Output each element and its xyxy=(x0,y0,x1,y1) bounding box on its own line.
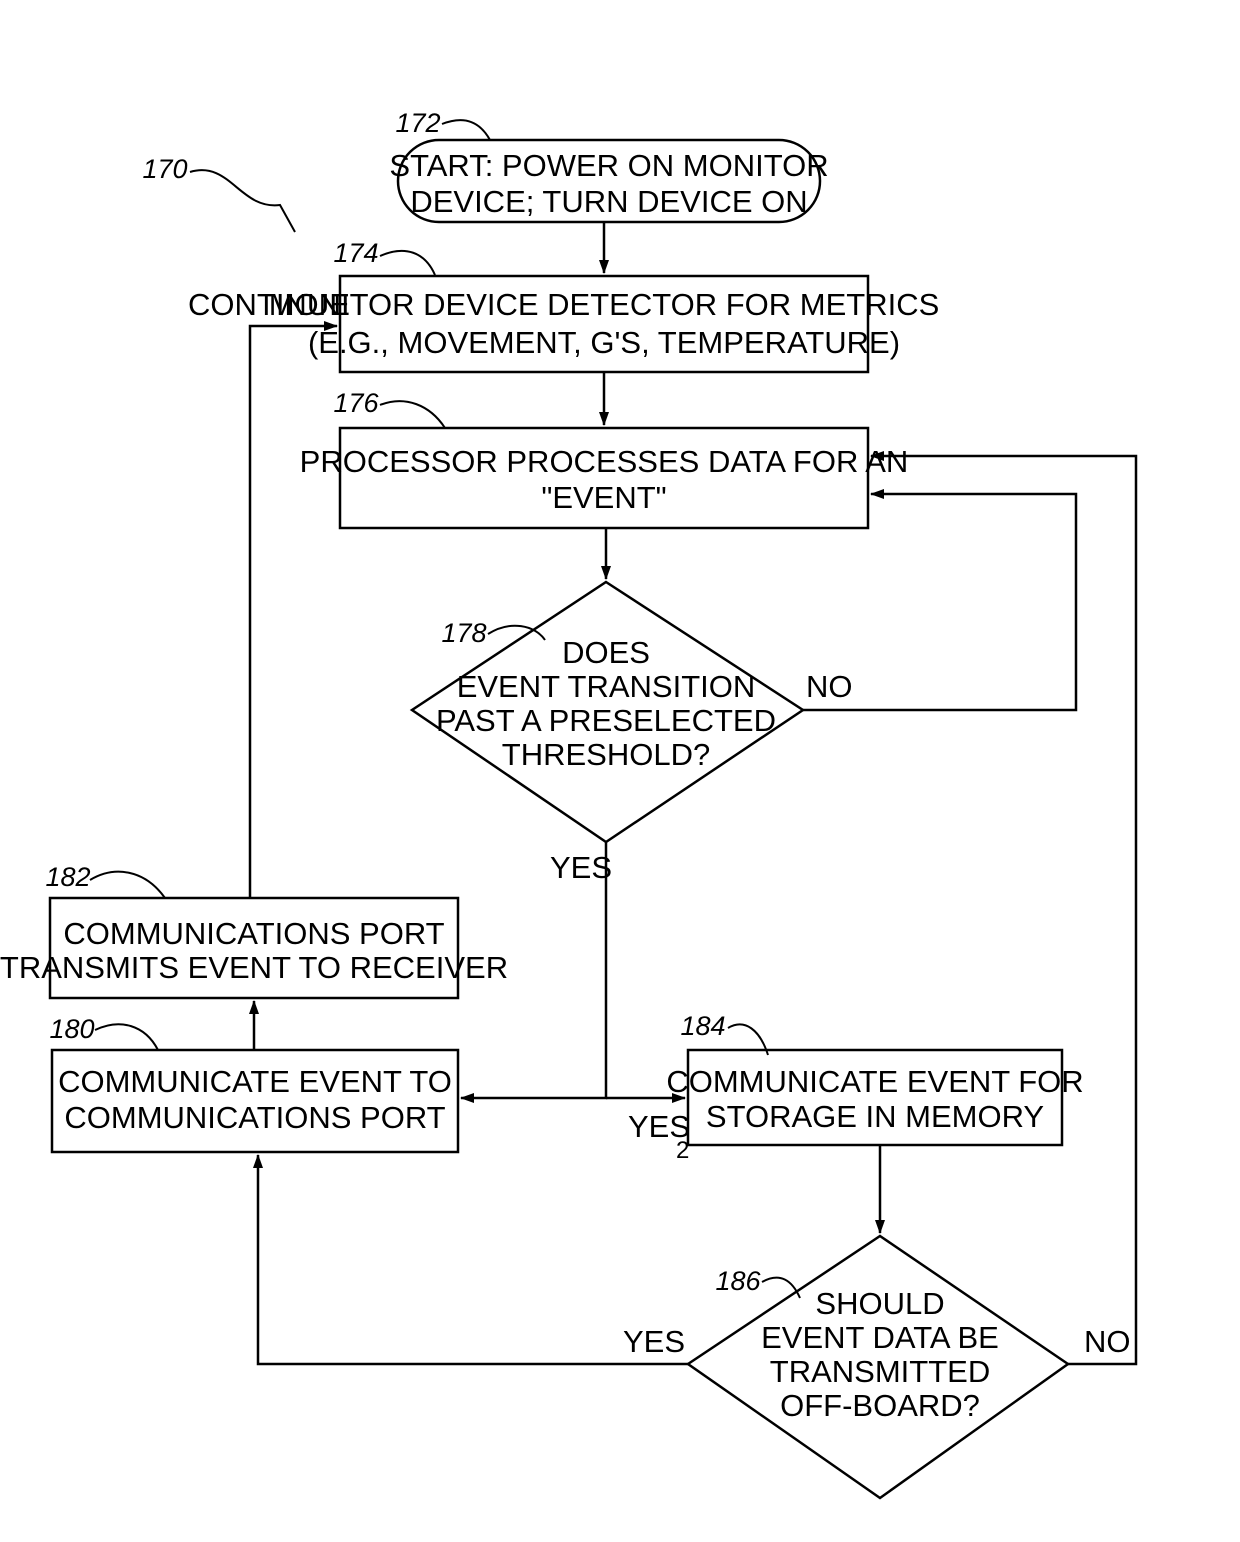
label-yes-offboard: YES xyxy=(623,1324,685,1359)
offboard-line-1: SHOULD xyxy=(815,1286,944,1321)
label-yes-threshold: YES xyxy=(550,850,612,885)
offboard-line-3: TRANSMITTED xyxy=(770,1354,990,1389)
process-ref-number: 176 xyxy=(333,388,379,418)
offboard-decision-node: SHOULD EVENT DATA BE TRANSMITTED OFF-BOA… xyxy=(688,1236,1068,1498)
comm-port-line-2: COMMUNICATIONS PORT xyxy=(64,1100,445,1135)
start-ref-leader xyxy=(442,120,490,140)
monitor-ref-leader xyxy=(380,251,435,275)
offboard-ref-number: 186 xyxy=(715,1266,761,1296)
transmit-ref-number: 182 xyxy=(45,862,90,892)
offboard-line-2: EVENT DATA BE xyxy=(761,1320,999,1355)
offboard-line-4: OFF-BOARD? xyxy=(780,1388,980,1423)
label-continue: CONTINUE xyxy=(188,287,350,322)
threshold-line-3: PAST A PRESELECTED xyxy=(436,703,776,738)
label-no-threshold: NO xyxy=(806,669,853,704)
figure-ref-leader xyxy=(190,170,295,232)
comm-port-line-1: COMMUNICATE EVENT TO xyxy=(58,1064,452,1099)
transmit-node: COMMUNICATIONS PORT TRANSMITS EVENT TO R… xyxy=(0,862,508,998)
threshold-line-1: DOES xyxy=(562,635,650,670)
process-ref-leader xyxy=(380,401,445,428)
storage-line-1: COMMUNICATE EVENT FOR xyxy=(666,1064,1083,1099)
start-node: START: POWER ON MONITOR DEVICE; TURN DEV… xyxy=(389,108,828,222)
threshold-line-4: THRESHOLD? xyxy=(502,737,710,772)
storage-line-2: STORAGE IN MEMORY xyxy=(706,1099,1044,1134)
threshold-line-2: EVENT TRANSITION xyxy=(457,669,756,704)
arrow-offboard-no-to-process xyxy=(871,456,1136,1364)
storage-ref-number: 184 xyxy=(680,1011,725,1041)
monitor-ref-number: 174 xyxy=(333,238,378,268)
monitor-line-1: MONITOR DEVICE DETECTOR FOR METRICS xyxy=(269,287,940,322)
start-ref-number: 172 xyxy=(395,108,440,138)
start-line-1: START: POWER ON MONITOR xyxy=(389,148,828,183)
label-no-offboard: NO xyxy=(1084,1324,1131,1359)
monitor-line-2: (E.G., MOVEMENT, G'S, TEMPERATURE) xyxy=(308,325,900,360)
label-yes-2-subscript: 2 xyxy=(676,1137,689,1164)
threshold-ref-number: 178 xyxy=(441,618,486,648)
process-line-2: "EVENT" xyxy=(541,480,666,515)
transmit-line-2: TRANSMITS EVENT TO RECEIVER xyxy=(0,950,508,985)
transmit-ref-leader xyxy=(90,872,165,898)
threshold-decision-node: DOES EVENT TRANSITION PAST A PRESELECTED… xyxy=(412,582,803,842)
storage-node: COMMUNICATE EVENT FOR STORAGE IN MEMORY … xyxy=(666,1011,1083,1145)
comm-port-ref-leader xyxy=(95,1024,158,1050)
transmit-line-1: COMMUNICATIONS PORT xyxy=(63,916,444,951)
comm-port-ref-number: 180 xyxy=(49,1014,94,1044)
start-line-2: DEVICE; TURN DEVICE ON xyxy=(410,184,807,219)
process-line-1: PROCESSOR PROCESSES DATA FOR AN xyxy=(300,444,909,479)
figure-ref-number: 170 xyxy=(142,154,187,184)
arrow-continue-to-monitor xyxy=(250,326,337,898)
